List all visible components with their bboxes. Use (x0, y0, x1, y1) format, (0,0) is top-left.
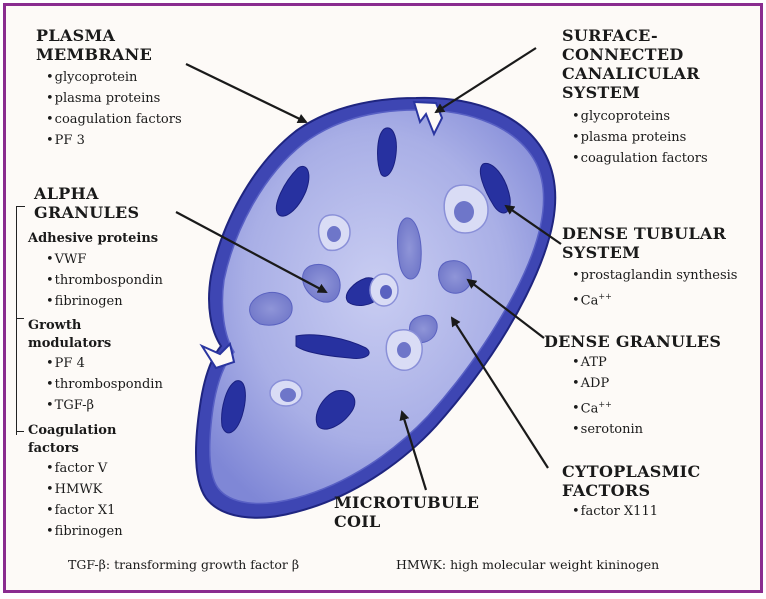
dense-granules-list: ATP ADP Ca++ serotonin (572, 352, 643, 440)
list-item: plasma proteins (46, 88, 182, 109)
cytoplasmic-factors-title: CYTOPLASMIC FACTORS (562, 462, 700, 500)
bracket-tick (16, 431, 24, 432)
adhesive-proteins-title: Adhesive proteins (28, 230, 158, 248)
plasma-membrane-title: PLASMA MEMBRANE (36, 26, 152, 64)
arrow-plasma-membrane (186, 64, 306, 122)
list-item: PF 3 (46, 130, 182, 151)
side-notch (202, 344, 234, 368)
dense-tubular-list: prostaglandin synthesis Ca++ (572, 265, 737, 311)
cytoplasmic-factors-list: factor X111 (572, 501, 658, 522)
list-item: fibrinogen (46, 521, 123, 542)
list-item: ADP (572, 373, 643, 394)
plasma-membrane-list: glycoprotein plasma proteins coagulation… (46, 67, 182, 151)
footnote-hmwk: HMWK: high molecular weight kininogen (396, 557, 659, 572)
coagulation-factors-list: factor V HMWK factor X1 fibrinogen (46, 458, 123, 542)
bracket-tick (16, 318, 24, 319)
dense-granules-title: DENSE GRANULES (544, 332, 721, 351)
alpha-granules-title: ALPHA GRANULES (34, 184, 139, 222)
list-item: coagulation factors (572, 148, 708, 169)
list-item: plasma proteins (572, 127, 708, 148)
list-item: glycoprotein (46, 67, 182, 88)
list-item: factor X1 (46, 500, 123, 521)
list-item: VWF (46, 249, 163, 270)
list-item: glycoproteins (572, 106, 708, 127)
list-item: coagulation factors (46, 109, 182, 130)
list-item: TGF-β (46, 395, 163, 416)
footnote-tgf: TGF-β: transforming growth factor β (68, 557, 299, 572)
canalicular-system-list: glycoproteins plasma proteins coagulatio… (572, 106, 708, 169)
list-item: factor X111 (572, 501, 658, 522)
list-item: thrombospondin (46, 374, 163, 395)
list-item: prostaglandin synthesis (572, 265, 737, 286)
diagram-canvas: PLASMA MEMBRANE glycoprotein plasma prot… (3, 3, 763, 593)
microtubule-coil-title: MICROTUBULE COIL (334, 493, 479, 531)
canalicular-system-title: SURFACE- CONNECTED CANALICULAR SYSTEM (562, 26, 700, 102)
growth-modulators-title: Growth modulators (28, 317, 111, 353)
dense-tubular-title: DENSE TUBULAR SYSTEM (562, 224, 726, 262)
list-item: HMWK (46, 479, 123, 500)
arrow-canalicular (436, 48, 536, 112)
list-item: factor V (46, 458, 123, 479)
list-item: serotonin (572, 419, 643, 440)
list-item: Ca++ (572, 286, 737, 311)
list-item: thrombospondin (46, 270, 163, 291)
coagulation-factors-title: Coagulation factors (28, 422, 116, 458)
growth-modulators-list: PF 4 thrombospondin TGF-β (46, 353, 163, 416)
alpha-granules-bracket (16, 206, 25, 435)
list-item: Ca++ (572, 394, 643, 419)
list-item: ATP (572, 352, 643, 373)
list-item: fibrinogen (46, 291, 163, 312)
adhesive-proteins-list: VWF thrombospondin fibrinogen (46, 249, 163, 312)
list-item: PF 4 (46, 353, 163, 374)
